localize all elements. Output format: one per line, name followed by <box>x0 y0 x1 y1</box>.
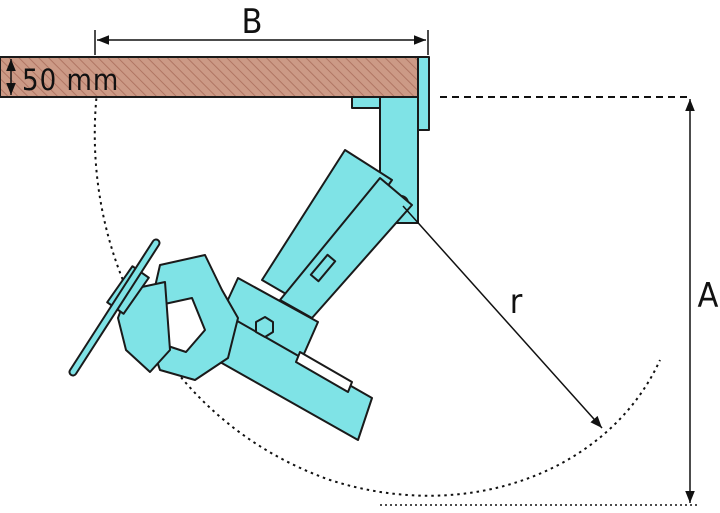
dimension-b: B <box>94 2 429 55</box>
radius-label: r <box>510 282 523 322</box>
vise-handle-bar-inner <box>70 240 159 375</box>
dimension-b-label: B <box>242 2 263 42</box>
clamp-plate <box>417 56 430 131</box>
arm-lug <box>309 253 337 283</box>
swivel-vise <box>68 56 430 441</box>
dimension-a-label: A <box>698 276 719 316</box>
dimension-a: A <box>380 99 719 506</box>
thickness-dimension: 50 mm <box>6 59 119 97</box>
workbench-table <box>0 56 421 98</box>
thickness-label: 50 mm <box>22 63 119 97</box>
swing-arc <box>93 91 661 497</box>
hex-nut <box>255 316 274 338</box>
slide-slot <box>295 351 353 393</box>
radius-line <box>402 205 603 429</box>
